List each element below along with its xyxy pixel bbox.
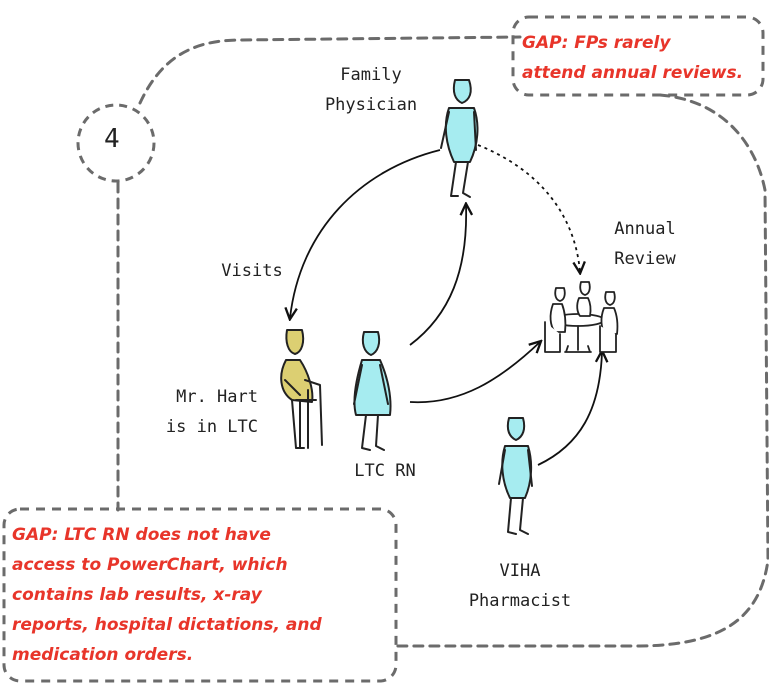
- patient-mr-hart-figure: [280, 329, 323, 449]
- pharmacist-label-line-1: VIHA: [499, 561, 541, 581]
- gap-note-rn: GAP: LTC RN does not have access to Powe…: [12, 520, 322, 670]
- gap-rn-line-2: access to PowerChart, which: [12, 555, 288, 575]
- patient-label-line-1: Mr. Hart: [176, 387, 258, 407]
- annual-review-meeting-icon: [544, 281, 619, 353]
- gap-fp-line-1: GAP: FPs rarely: [522, 33, 671, 53]
- annual-review-label-line-2: Review: [614, 249, 676, 269]
- gap-box-fp: [511, 15, 765, 97]
- family-physician-figure: [440, 79, 479, 198]
- gap-rn-line-1: GAP: LTC RN does not have: [12, 525, 271, 545]
- gap-rn-line-4: reports, hospital dictations, and: [12, 615, 322, 635]
- patient-label-line-2: is in LTC: [165, 417, 258, 437]
- viha-pharmacist-figure: [498, 417, 533, 535]
- step-number: 4: [104, 124, 120, 154]
- arrow-fp-to-review-dotted: [477, 144, 580, 272]
- arrow-fp-to-patient: [290, 149, 441, 318]
- patient-label: Mr. Hart is in LTC: [138, 382, 258, 442]
- arrow-pharmacist-to-review: [537, 352, 602, 466]
- pharmacist-label-line-2: Pharmacist: [468, 591, 572, 611]
- gap-note-fp: GAP: FPs rarely attend annual reviews.: [522, 28, 743, 88]
- visits-label: Visits: [221, 261, 283, 281]
- gap-box-rn: [2, 507, 398, 683]
- arrow-rn-to-fp: [409, 205, 466, 346]
- annual-review-label: Annual Review: [600, 214, 690, 274]
- gap-fp-line-2: attend annual reviews.: [522, 63, 744, 83]
- family-physician-label: Family Physician: [316, 60, 426, 120]
- annual-review-label-line-1: Annual: [614, 219, 676, 239]
- gap-rn-line-3: contains lab results, x-ray: [12, 585, 262, 605]
- process-boundary-loop: [116, 35, 769, 648]
- pharmacist-label: VIHA Pharmacist: [460, 556, 580, 616]
- family-physician-label-line-2: Physician: [324, 95, 418, 115]
- ltc-rn-label: LTC RN: [354, 461, 416, 481]
- gap-rn-line-5: medication orders.: [12, 645, 194, 665]
- ltc-rn-figure: [353, 331, 392, 451]
- arrow-rn-to-review: [409, 342, 540, 404]
- family-physician-label-line-1: Family: [340, 65, 402, 85]
- step-number-circle: [76, 103, 156, 183]
